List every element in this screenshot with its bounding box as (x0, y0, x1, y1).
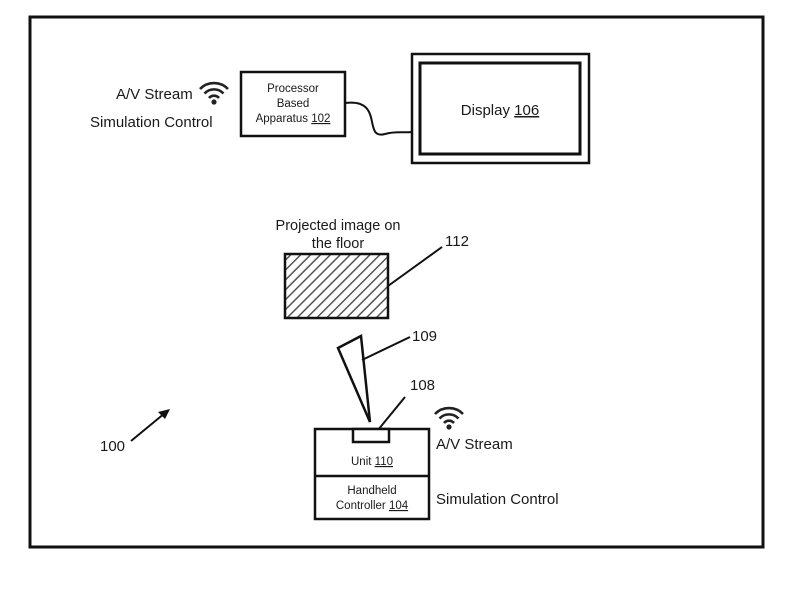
unit-text: Unit (351, 456, 375, 468)
processor-ref: 102 (311, 113, 330, 125)
ref-100: 100 (100, 438, 125, 455)
projected-image-caption-line2: the floor (312, 236, 365, 252)
projection-beam (336, 334, 372, 423)
ref-112: 112 (445, 233, 469, 250)
wifi-icon-top (199, 81, 229, 105)
handheld-ref: 104 (389, 500, 409, 512)
leader-109 (361, 336, 411, 361)
processor-apparatus-text: Apparatus (256, 113, 312, 125)
projector-lens (351, 427, 391, 444)
display-box: Display 106 (410, 52, 591, 165)
ref-109: 109 (412, 328, 437, 345)
display-text: Display (461, 102, 514, 119)
handheld-label-line1: Handheld (347, 485, 396, 497)
leader-108 (377, 396, 406, 431)
display-ref: 106 (514, 102, 539, 119)
arrowhead-100 (158, 409, 170, 419)
outer-frame (28, 15, 765, 549)
av-stream-label-bottom: A/V Stream (436, 436, 513, 453)
display-cable (344, 101, 413, 136)
simulation-control-label-top: Simulation Control (90, 114, 213, 131)
handheld-controller-text: Controller (336, 500, 389, 512)
leader-112 (387, 246, 443, 287)
unit-label: Unit 110 (351, 456, 393, 468)
ref-108: 108 (410, 377, 435, 394)
handheld-controller: Unit 110 Handheld Controller 104 (313, 427, 431, 521)
unit-ref: 110 (375, 456, 393, 468)
processor-apparatus-box: Processor Based Apparatus 102 (239, 70, 347, 138)
wifi-icon-bottom (434, 406, 464, 430)
display-label: Display 106 (461, 102, 539, 119)
simulation-control-label-bottom: Simulation Control (436, 491, 559, 508)
processor-label-line1: Processor (267, 83, 319, 95)
arrow-100 (130, 412, 166, 442)
processor-label-line3: Apparatus 102 (256, 113, 331, 125)
handheld-label-line2: Controller 104 (336, 500, 409, 512)
processor-label-line2: Based (277, 98, 310, 110)
av-stream-label-top: A/V Stream (116, 86, 193, 103)
projected-image-caption-line1: Projected image on (276, 218, 401, 234)
projected-image (283, 252, 390, 320)
